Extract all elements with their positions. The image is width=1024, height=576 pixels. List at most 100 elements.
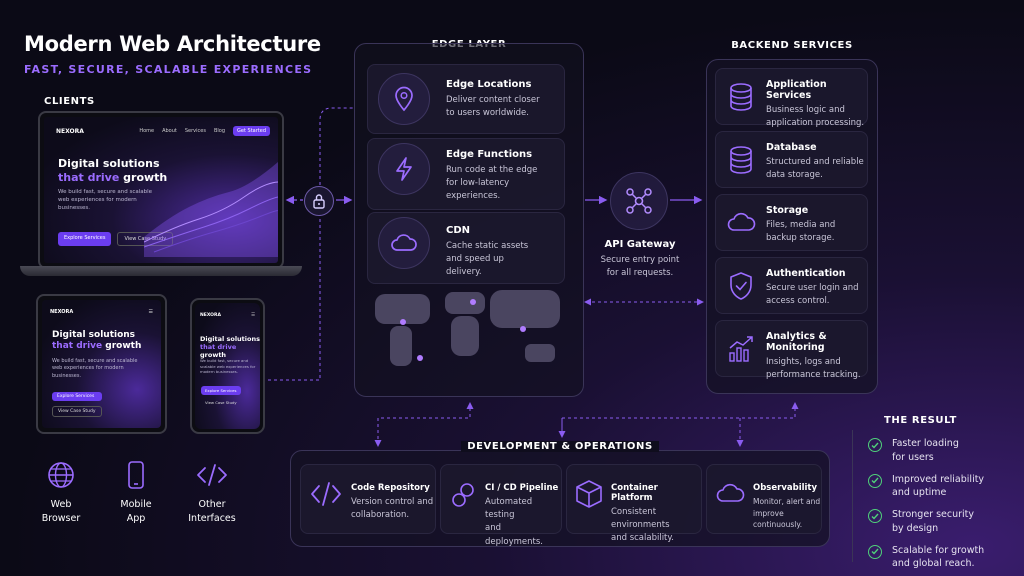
laptop-device: NEXORA Home About Services Blog Get Star… [38,111,284,269]
edge-card-desc: to users worldwide. [446,108,529,119]
phone-body-text: We build fast, secure and scalable web e… [200,358,256,374]
database-icon [724,143,758,177]
phone-headline-2a: that drive [200,343,237,352]
tablet-brand: NEXORA [50,309,74,315]
result-text: and global reach. [892,558,975,570]
client-type-label: Other [198,499,226,510]
backend-card-desc: application processing. [766,118,865,129]
edge-card-title: Edge Locations [446,79,532,90]
client-type-label: Interfaces [188,512,236,524]
check-icon [868,544,882,559]
devops-heading: DEVELOPMENT & OPERATIONS [290,441,830,452]
edge-card-desc: Run code at the edge [446,165,538,175]
phone-headline-2b: growth [200,351,227,360]
database-icon [724,80,758,114]
wave-graphic [144,162,278,257]
edge-card-desc: and speed up [446,254,504,265]
devops-card-title: Code Repository [351,483,430,493]
devops-card-desc: Monitor, alert and [753,497,821,506]
laptop-headline-2b: growth [123,170,168,184]
check-icon [868,473,882,488]
client-type-label: Web [50,499,72,510]
edge-card-desc: for low-latency [446,178,510,189]
tablet-menu-icon[interactable]: ☰ [148,309,153,315]
clients-heading: CLIENTS [44,96,95,107]
api-gateway-desc: for all requests. [606,268,674,279]
mobile-icon [128,461,144,489]
api-gateway-label: API Gateway Secure entry point for all re… [594,239,686,280]
tablet-explore-button[interactable]: Explore Services [52,392,102,401]
backend-card-title: Database [766,142,817,153]
client-type-label: Browser [41,512,81,524]
laptop-nav-about[interactable]: About [162,128,177,134]
backend-card-desc: Secure user login and [766,283,859,293]
tablet-body-text: We build fast, secure and scalable web e… [52,358,138,379]
devops-card-title: Observability [753,483,818,493]
edge-card-title: CDN [446,225,471,236]
backend-card-title: Storage [766,205,809,216]
laptop-body-text: We build fast, secure and scalable web e… [58,189,153,211]
laptop-get-started-button[interactable]: Get Started [233,126,270,136]
phone-headline-1: Digital solutions [200,335,260,343]
client-type-label: App [126,512,146,524]
client-type-label: Mobile [120,499,152,510]
phone-explore-button[interactable]: Explore Services [201,386,241,395]
code-icon [309,481,343,507]
container-icon [575,479,603,509]
backend-card-analytics: Analytics & Monitoring Insights, logs an… [715,320,868,380]
edge-card-desc: delivery. [446,267,482,278]
laptop-explore-button[interactable]: Explore Services [58,232,112,246]
lock-icon [304,186,334,216]
devops-card-title: Container Platform [611,483,658,503]
api-gateway-title: API Gateway [604,239,676,250]
api-gateway-desc: Secure entry point [600,255,680,265]
backend-card-desc: Files, media and [766,220,836,230]
result-text: Scalable for growth [892,544,985,556]
backend-card-title: Analytics & Monitoring [766,331,827,353]
backend-card-desc: access control. [766,296,830,307]
page-title: Modern Web Architecture [24,32,321,56]
devops-card-desc: collaboration. [351,510,410,521]
phone-case-study-button[interactable]: View Case Study [205,400,237,405]
phone-menu-icon[interactable]: ☰ [250,313,255,318]
laptop-nav-blog[interactable]: Blog [213,128,226,134]
laptop-case-study-button[interactable]: View Case Study [117,232,174,246]
result-text: and uptime [892,487,947,499]
laptop-nav-home[interactable]: Home [139,128,155,134]
code-icon [197,464,227,486]
result-text: Improved reliability [892,473,985,485]
devops-card-desc: and scalability. [611,533,674,544]
devops-heading-text: DEVELOPMENT & OPERATIONS [461,441,659,452]
backend-heading: BACKEND SERVICES [731,40,853,51]
backend-card-desc: Business logic and [766,105,845,115]
cloud-icon [378,217,430,269]
result-divider [852,430,853,562]
laptop-nav-services[interactable]: Services [184,128,206,134]
cloud-icon [715,483,745,505]
tablet-headline-2b: growth [105,341,142,352]
devops-card-title: CI / CD Pipeline [485,483,559,493]
globe-icon [48,462,74,488]
tablet-device: NEXORA ☰ Digital solutions that drive gr… [36,294,167,434]
result-text: Faster loading [892,438,959,449]
tablet-case-study-button[interactable]: View Case Study [52,406,102,417]
lightning-icon [378,143,430,195]
tablet-headline-1: Digital solutions [52,330,136,340]
backend-card-desc: data storage. [766,170,823,181]
laptop-brand: NEXORA [56,127,84,135]
page-subtitle: FAST, SECURE, SCALABLE EXPERIENCES [24,63,313,76]
backend-card-desc: performance tracking. [766,370,861,381]
world-map-graphic [375,290,560,366]
network-hub-icon [610,172,668,230]
result-text: by design [892,522,939,534]
map-pin-icon [378,73,430,125]
backend-card-title: Application Services [766,79,827,101]
